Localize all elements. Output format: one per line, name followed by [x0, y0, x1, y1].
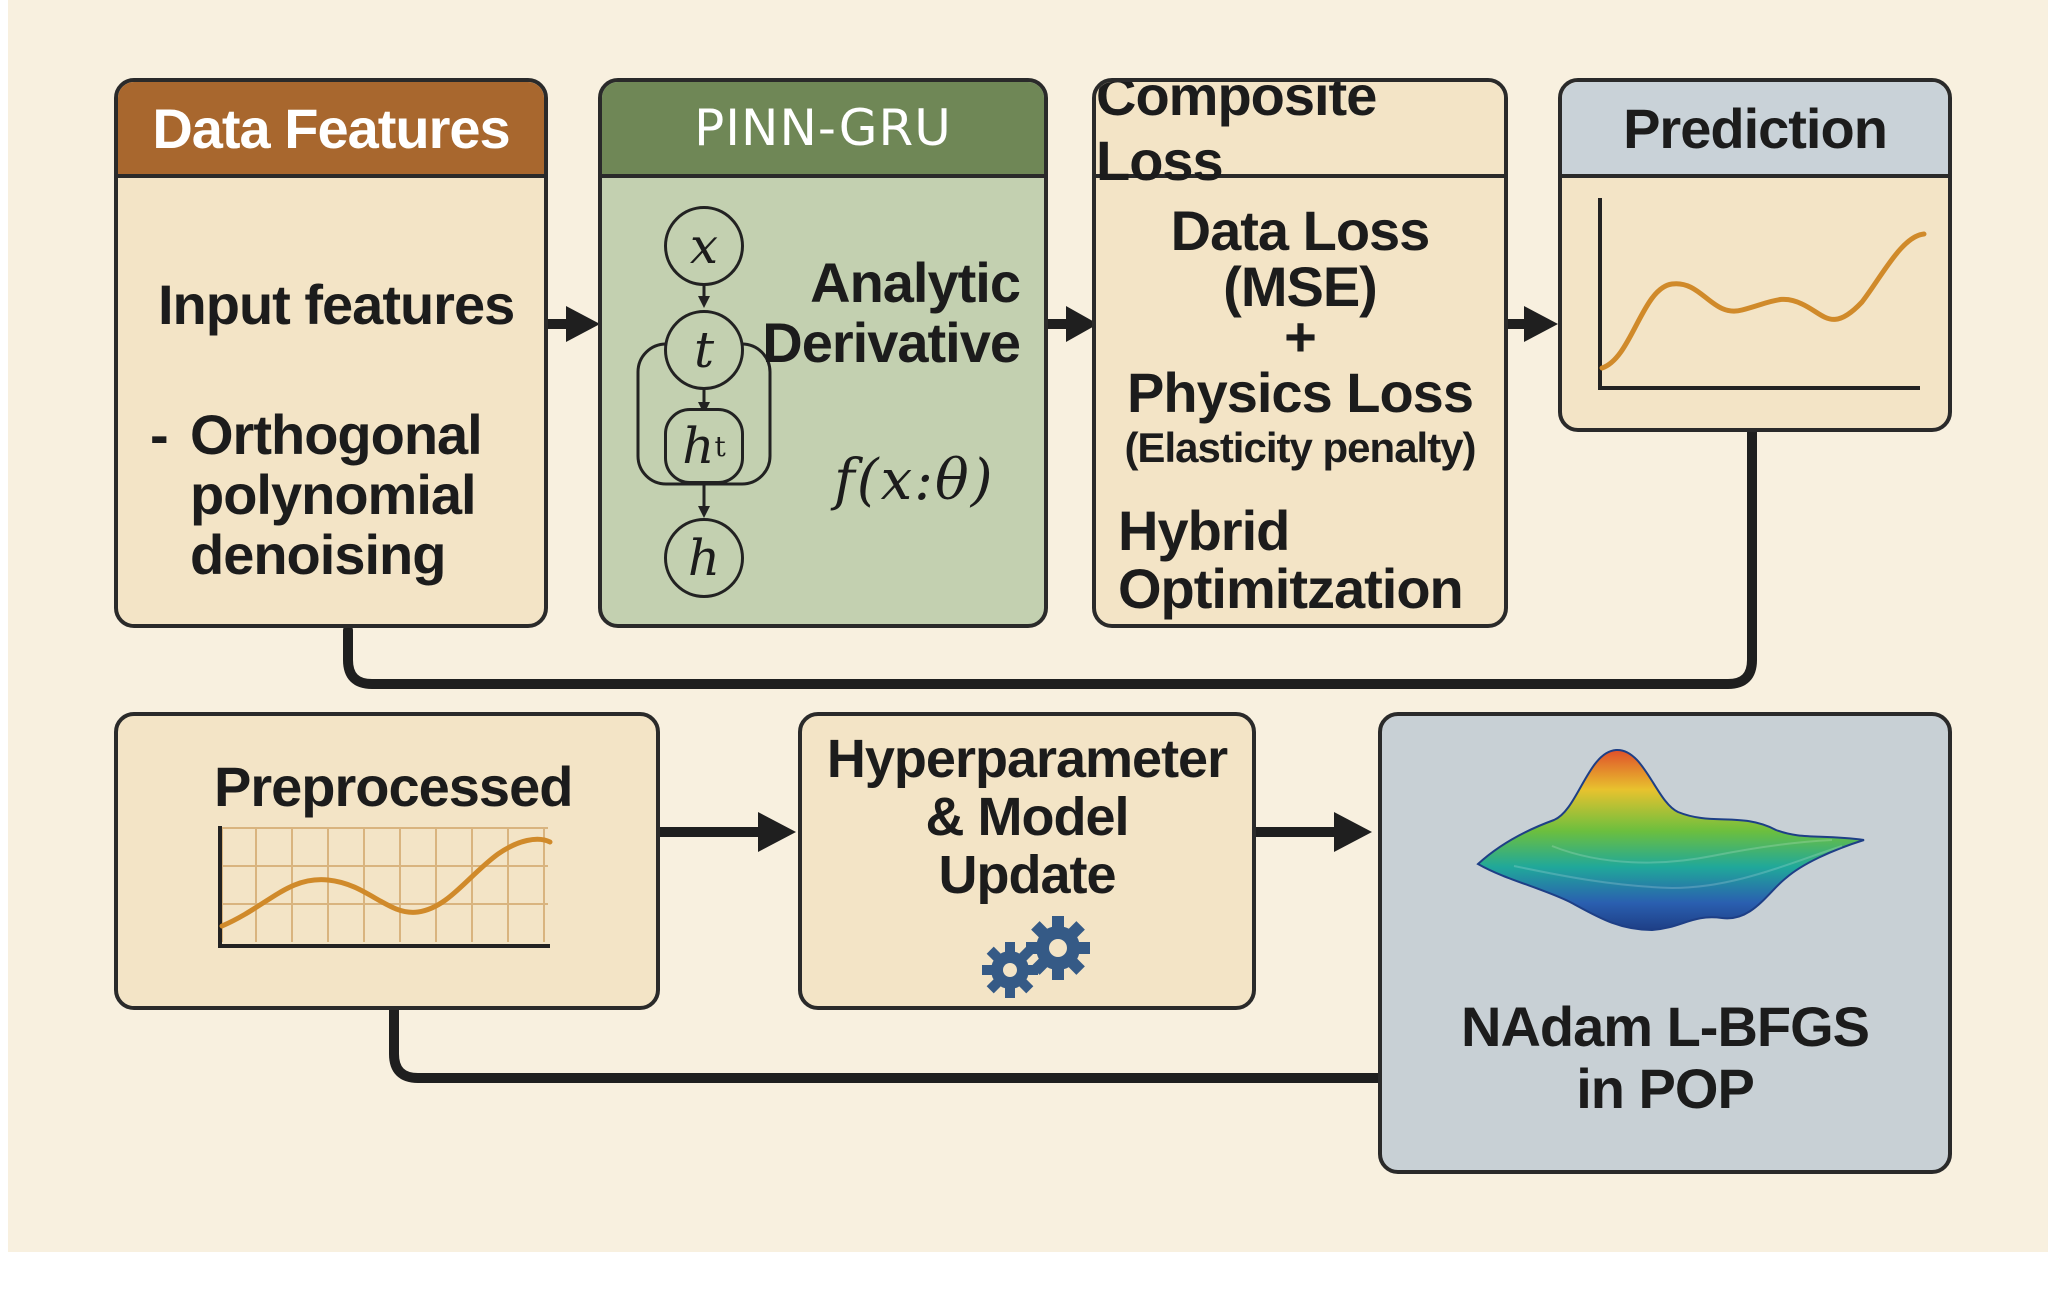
- optimization-label: Optimitzation: [1118, 557, 1464, 620]
- hyperparameter-box: Hyperparameter & Model Update: [798, 712, 1256, 1010]
- preprocessed-title: Preprocessed: [214, 755, 573, 818]
- surface-plot-icon: [1476, 748, 1865, 932]
- composite-loss-title: Composite Loss: [1096, 78, 1377, 192]
- input-features-label: Input features: [158, 273, 515, 336]
- preprocessed-box: Preprocessed: [114, 712, 660, 1010]
- gridded-line-chart-icon: [218, 826, 553, 948]
- arrow-head-loss-to-prediction: [1524, 306, 1558, 342]
- feedback-loop-top: [343, 427, 1757, 689]
- data-features-box: Data Features Input features - Orthogona…: [114, 78, 548, 628]
- hyperparameter-line-3: Update: [938, 845, 1116, 905]
- composite-loss-box: Composite Loss Data Loss (MSE) + Physics…: [1092, 78, 1508, 628]
- hyperparameter-line-2: & Model: [925, 787, 1130, 847]
- prediction-header: Prediction: [1562, 82, 1948, 178]
- elasticity-label: (Elasticity penalty): [1124, 424, 1476, 471]
- arrow-head-pinn-to-loss: [1066, 306, 1098, 342]
- node-h: h: [664, 518, 744, 598]
- physics-loss-label: Physics Loss: [1127, 361, 1474, 424]
- feedback-loop-bottom: [389, 1005, 1383, 1083]
- bullet-line-2: polynomial: [190, 463, 477, 526]
- arrow-head-data-to-pinn: [566, 306, 600, 342]
- bullet-line-1: Orthogonal: [190, 403, 483, 466]
- optimizer-line-1: NAdam L-BFGS: [1461, 995, 1870, 1058]
- derivative-label: Derivative: [762, 311, 1021, 374]
- pinn-gru-title: PINN-GRU: [694, 99, 952, 157]
- plus-sign: +: [1284, 305, 1317, 368]
- line-chart-icon: [1598, 198, 1927, 390]
- arrow-head-preprocessed-to-hyper: [758, 812, 796, 852]
- prediction-box: Prediction: [1558, 78, 1952, 432]
- analytic-label: Analytic: [810, 251, 1021, 314]
- formula-label: f(x:θ): [834, 448, 995, 513]
- optimizer-line-2: in POP: [1576, 1057, 1755, 1120]
- mse-label: (MSE): [1223, 255, 1378, 318]
- hyperparameter-line-1: Hyperparameter: [826, 729, 1228, 789]
- pinn-gru-header: PINN-GRU: [602, 82, 1044, 178]
- data-features-title: Data Features: [152, 96, 510, 160]
- bullet-line-3: denoising: [190, 523, 446, 586]
- node-x: x: [664, 206, 744, 286]
- gears-icon: [982, 916, 1090, 998]
- node-t: t: [664, 310, 744, 390]
- bullet-dash: -: [150, 403, 169, 466]
- composite-loss-header: Composite Loss: [1096, 82, 1504, 192]
- prediction-title: Prediction: [1623, 96, 1888, 160]
- data-features-header: Data Features: [118, 82, 544, 178]
- arrow-head-hyper-to-optimizer: [1334, 812, 1372, 852]
- optimizer-box: NAdam L-BFGS in POP: [1378, 712, 1952, 1174]
- hybrid-label: Hybrid: [1118, 499, 1290, 562]
- data-loss-label: Data Loss: [1170, 199, 1431, 262]
